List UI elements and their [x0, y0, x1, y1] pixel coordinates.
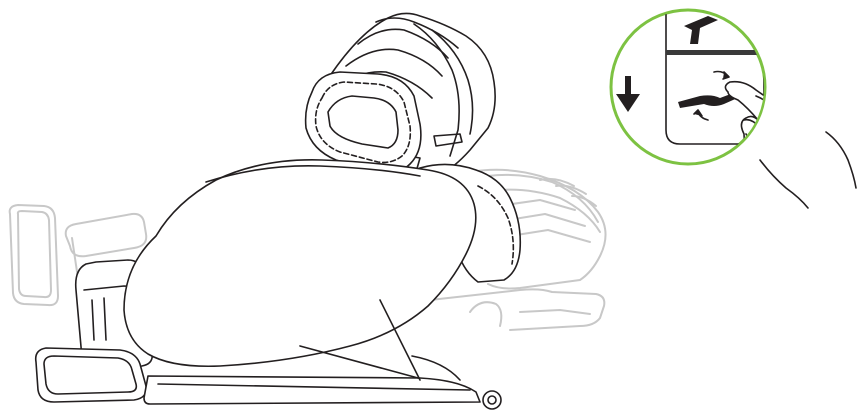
finger-press-icon	[725, 82, 858, 230]
panel-divider-bar	[666, 50, 764, 55]
reclined-chair	[36, 13, 521, 409]
seat-shell	[124, 160, 476, 366]
callout-magnifier	[611, 0, 858, 230]
ghost-leg-pad-right	[66, 214, 147, 256]
